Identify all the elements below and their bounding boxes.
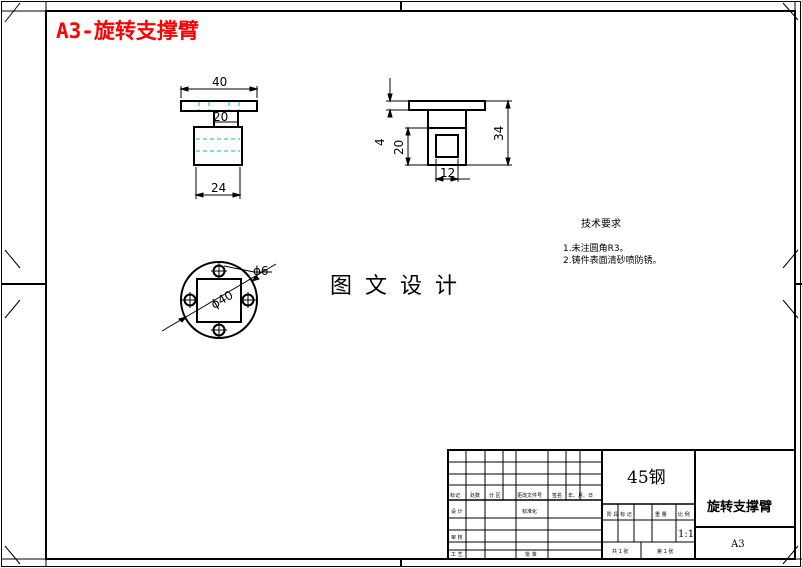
top-view [161, 261, 277, 339]
label-stage-mark: 阶 段 标 记 [607, 511, 632, 518]
hole-crosshairs [182, 263, 256, 338]
scale-label: 1:1 [678, 529, 694, 540]
title-block-frame [447, 449, 796, 560]
title-block-labels: 标记 处数 分 区 更改文件号 签名 年、月、日 设 计 标准化 审 核 工 艺… [450, 492, 690, 558]
dim-height-20: 20 [392, 140, 406, 155]
title-block [447, 449, 796, 560]
side-neck [427, 109, 467, 129]
label-sign: 签名 [552, 492, 562, 499]
dimension-lines [179, 86, 259, 199]
dim-top-thickness: 4 [373, 138, 387, 146]
label-check: 审 核 [451, 534, 463, 541]
part-name-label: 旋转支撑臂 [706, 499, 772, 515]
front-view [179, 86, 259, 199]
label-count: 处数 [470, 492, 480, 499]
label-standardize: 标准化 [522, 508, 537, 515]
label-weight: 重 量 [655, 511, 667, 518]
dim-overall-height: 34 [492, 126, 506, 141]
side-plate [408, 100, 486, 111]
dim-base-width: 12 [440, 166, 455, 180]
hidden-lines [196, 102, 240, 152]
watermark-text: 图 文 设 计 [330, 274, 460, 299]
tech-req-item-2: 2.铸件表面清砂喷防锈。 [563, 254, 662, 266]
dim-body-width: 24 [211, 181, 226, 195]
label-approve: 批 准 [525, 551, 537, 558]
orientation-marks [4, 2, 799, 565]
label-ratio: 比 例 [678, 511, 690, 518]
dim-overall-width: 40 [212, 75, 227, 89]
label-date: 年、月、日 [568, 492, 593, 499]
tech-req-item-1: 1.未注圆角R3。 [563, 242, 629, 254]
sheet-size-label: A3 [730, 539, 745, 550]
label-marking: 标记 [450, 492, 460, 499]
label-change-doc: 更改文件号 [517, 492, 542, 499]
side-dimension-lines [386, 78, 512, 182]
side-inner-square [435, 134, 459, 158]
revision-grid [448, 450, 602, 559]
material-label: 45钢 [627, 468, 666, 488]
side-body [427, 127, 467, 166]
side-view [386, 78, 512, 182]
dim-neck-width: 20 [213, 110, 228, 124]
label-total-sheets: 共 1 张 [612, 548, 628, 555]
label-process: 工 艺 [451, 552, 463, 558]
dim-hole-diameter: ϕ6 [253, 264, 269, 278]
label-sheet-no: 第 1 张 [657, 548, 673, 555]
diameter-leaders [161, 263, 277, 332]
label-zone: 分 区 [489, 492, 501, 499]
tech-req-heading: 技术要求 [581, 217, 621, 230]
label-design: 设 计 [451, 508, 463, 515]
drawing-title: A3-旋转支撑臂 [56, 19, 199, 43]
dim-circle-diameter: ϕ40 [208, 288, 235, 312]
body [193, 126, 243, 166]
